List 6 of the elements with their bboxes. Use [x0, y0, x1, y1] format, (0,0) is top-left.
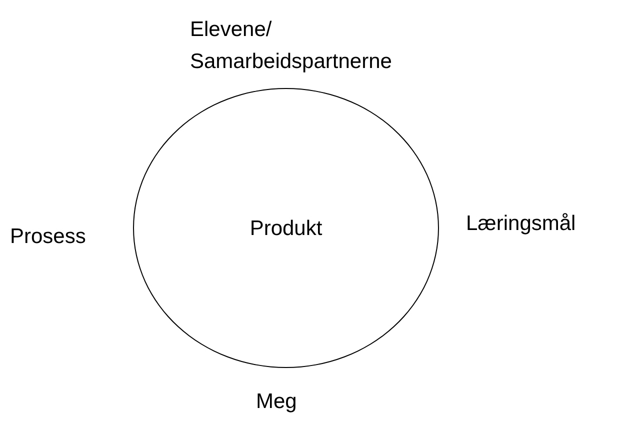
label-text: Meg — [256, 389, 297, 415]
node-label: Produkt — [248, 217, 324, 241]
label-text: Læringsmål — [466, 211, 576, 237]
label-text: Prosess — [10, 224, 86, 250]
label-text: Elevene/ Samarbeidspartnerne — [190, 17, 393, 75]
circle — [133, 88, 439, 368]
